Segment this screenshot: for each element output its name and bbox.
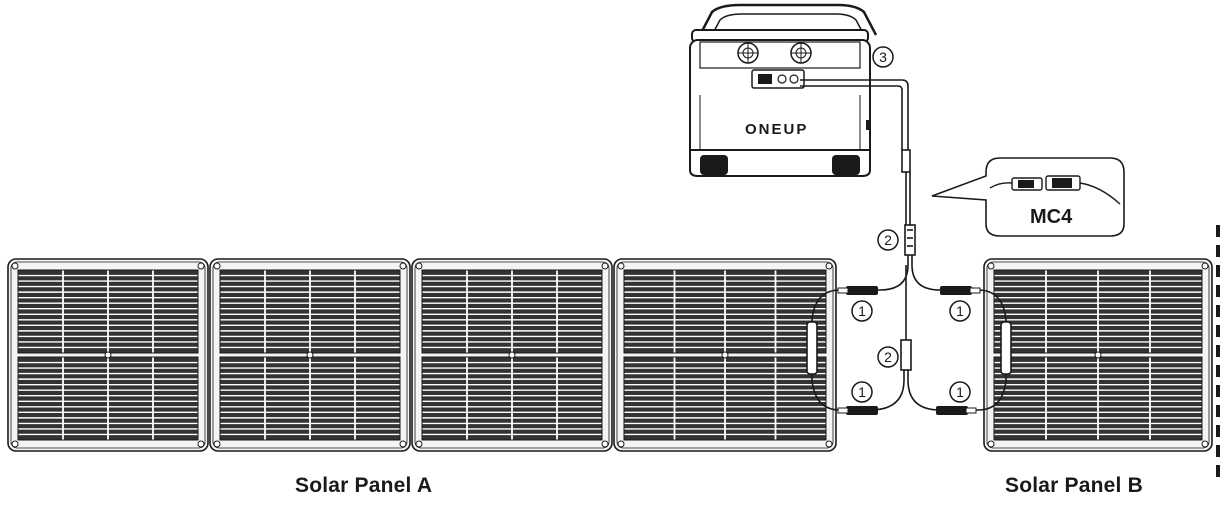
solar-panel-b xyxy=(983,258,1213,452)
panel-b-module-1 xyxy=(983,258,1213,452)
mc4-callout: MC4 xyxy=(931,157,1125,237)
marker-2-lower: 2 xyxy=(877,346,899,368)
mc4-label: MC4 xyxy=(1030,206,1073,228)
svg-text:1: 1 xyxy=(956,303,964,319)
panel-a-module-1 xyxy=(7,258,209,452)
svg-text:2: 2 xyxy=(884,232,892,248)
svg-text:1: 1 xyxy=(858,384,866,400)
mc4-connector-upper-left xyxy=(837,286,878,295)
svg-text:3: 3 xyxy=(879,49,887,65)
marker-3: 3 xyxy=(872,46,894,68)
panel-a-module-2 xyxy=(209,258,411,452)
power-station xyxy=(689,3,878,177)
svg-text:2: 2 xyxy=(884,349,892,365)
marker-1-lower-right: 1 xyxy=(949,381,971,403)
fan-left-icon xyxy=(737,42,759,64)
solar-panel-a-label: Solar Panel A xyxy=(295,474,432,497)
svg-text:1: 1 xyxy=(956,384,964,400)
panel-a-module-3 xyxy=(411,258,613,452)
cables xyxy=(800,79,1012,411)
marker-2-upper: 2 xyxy=(877,229,899,251)
mc4-connector-illustration xyxy=(989,175,1121,205)
fan-right-icon xyxy=(790,42,812,64)
marker-1-upper-right: 1 xyxy=(949,300,971,322)
marker-1-upper-left: 1 xyxy=(851,300,873,322)
svg-text:1: 1 xyxy=(858,303,866,319)
marker-1-lower-left: 1 xyxy=(851,381,873,403)
brand-logo-text: ONEUP xyxy=(745,121,808,138)
mc4-connector-upper-right xyxy=(940,286,981,295)
input-port xyxy=(751,69,805,89)
mc4-connector-lower-right xyxy=(936,406,977,415)
solar-panel-b-label: Solar Panel B xyxy=(1005,474,1143,497)
solar-panel-a xyxy=(7,258,837,452)
mc4-connector-lower-left xyxy=(837,406,878,415)
panel-a-module-4 xyxy=(613,258,837,452)
